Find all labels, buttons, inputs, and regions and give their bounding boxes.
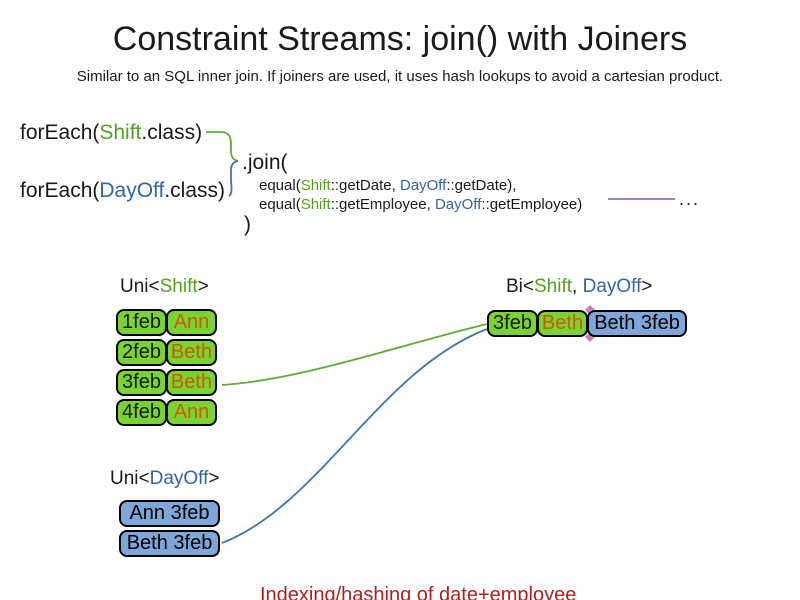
uni-shift-table: 1feb Ann 2feb Beth 3feb Beth 4feb Ann bbox=[116, 309, 217, 426]
code-text: equal( bbox=[259, 196, 301, 213]
dayoff-class-token: DayOff bbox=[399, 177, 447, 194]
page-title: Constraint Streams: join() with Joiners bbox=[112, 20, 688, 58]
shift-class-token: Shift bbox=[300, 177, 331, 194]
shift-date-cell: 2feb bbox=[116, 339, 167, 366]
code-foreach-dayoff: forEach(DayOff.class) bbox=[20, 179, 225, 203]
table-row: 2feb Beth bbox=[116, 339, 217, 366]
shift-class-token: Shift bbox=[534, 276, 573, 297]
code-text: ::getEmployee, bbox=[330, 196, 435, 213]
continuation-ellipsis: ... bbox=[679, 189, 701, 209]
index-hashing-note: Indexing/hashing of date+employee to sca… bbox=[260, 530, 591, 600]
label-text: Uni< bbox=[110, 468, 150, 489]
label-text: Bi< bbox=[506, 276, 534, 297]
shift-class-token: Shift bbox=[159, 276, 198, 297]
code-text: ::getDate, bbox=[330, 177, 400, 194]
shift-employee-cell: Ann bbox=[166, 309, 217, 336]
bi-date-cell: 3feb bbox=[487, 310, 538, 337]
shift-employee-cell: Beth bbox=[166, 339, 217, 366]
code-text: ::getEmployee) bbox=[481, 196, 583, 213]
shift-class-token: Shift bbox=[99, 121, 142, 144]
label-text: > bbox=[641, 276, 653, 297]
table-row: 3feb Beth bbox=[116, 369, 217, 396]
code-text: equal( bbox=[259, 177, 301, 194]
dayoff-to-bi-blue-line bbox=[221, 328, 488, 544]
shift-date-cell: 4feb bbox=[116, 399, 167, 426]
uni-dayoff-table: Ann 3feb Beth 3feb bbox=[119, 500, 220, 557]
table-row: 1feb Ann bbox=[116, 309, 217, 336]
dayoff-class-token: DayOff bbox=[434, 196, 482, 213]
label-text: Uni< bbox=[120, 276, 160, 297]
table-row: 4feb Ann bbox=[116, 399, 217, 426]
code-join-close: ) bbox=[244, 213, 251, 236]
shift-employee-cell: Beth bbox=[166, 369, 217, 396]
code-text: .class) bbox=[141, 121, 203, 144]
shift-date-cell: 3feb bbox=[116, 369, 167, 396]
dayoff-class-token: DayOff bbox=[149, 468, 209, 489]
code-text: ::getDate), bbox=[446, 177, 517, 194]
uni-shift-label: Uni<Shift> bbox=[120, 276, 209, 298]
uni-dayoff-label: Uni<DayOff> bbox=[110, 468, 220, 490]
label-text: > bbox=[208, 468, 220, 489]
code-join-open: .join( bbox=[242, 151, 288, 174]
shift-date-cell: 1feb bbox=[116, 309, 167, 336]
shift-to-bi-green-line bbox=[221, 323, 488, 386]
label-text: , bbox=[572, 276, 583, 297]
bi-result-label: Bi<Shift, DayOff> bbox=[506, 276, 652, 298]
code-text: .class) bbox=[164, 179, 226, 202]
dayoff-cell: Ann 3feb bbox=[119, 500, 220, 527]
brace-bottom-blue-line bbox=[228, 160, 239, 197]
page-subtitle: Similar to an SQL inner join. If joiners… bbox=[76, 68, 724, 85]
bi-employee-cell: Beth bbox=[537, 310, 588, 337]
code-foreach-shift: forEach(Shift.class) bbox=[20, 121, 202, 145]
code-equal-date: equal(Shift::getDate, DayOff::getDate), bbox=[259, 177, 516, 194]
bi-dayoff-cell: Beth 3feb bbox=[587, 310, 687, 337]
brace-top-green-line bbox=[206, 131, 239, 162]
shift-employee-cell: Ann bbox=[166, 399, 217, 426]
code-text: forEach( bbox=[20, 121, 100, 144]
code-equal-employee: equal(Shift::getEmployee, DayOff::getEmp… bbox=[259, 196, 582, 213]
bi-result-row: 3feb Beth Beth 3feb bbox=[487, 310, 687, 337]
code-text: forEach( bbox=[20, 179, 100, 202]
label-text: > bbox=[197, 276, 209, 297]
note-line: Indexing/hashing of date+employee bbox=[260, 584, 577, 600]
dayoff-class-token: DayOff bbox=[99, 179, 165, 202]
dayoff-cell: Beth 3feb bbox=[119, 530, 220, 557]
shift-class-token: Shift bbox=[300, 196, 331, 213]
dayoff-class-token: DayOff bbox=[582, 276, 642, 297]
